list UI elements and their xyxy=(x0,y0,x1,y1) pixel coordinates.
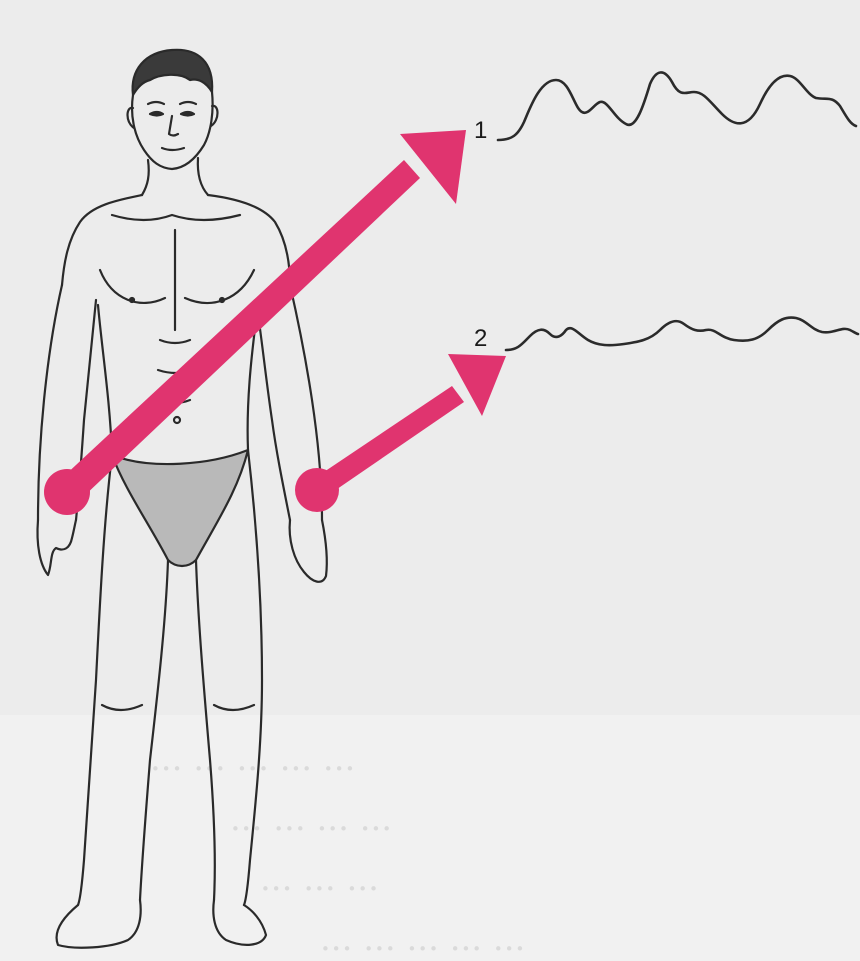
lead-label-2: 2 xyxy=(474,325,487,352)
bleed-line-4: ... ... ... ... ... xyxy=(320,919,525,959)
electrode-right-wrist xyxy=(44,469,90,515)
left-eye xyxy=(150,112,163,116)
left-nipple xyxy=(130,298,134,302)
bleed-line-1: ... ... ... ... ... xyxy=(150,739,355,779)
electrode-left-wrist xyxy=(295,468,339,512)
lead-label-1: 1 xyxy=(474,117,487,144)
right-nipple xyxy=(220,298,224,302)
right-eye xyxy=(181,112,194,116)
panel-shade xyxy=(0,0,860,715)
bleed-line-3: ... ... ... xyxy=(260,859,379,899)
